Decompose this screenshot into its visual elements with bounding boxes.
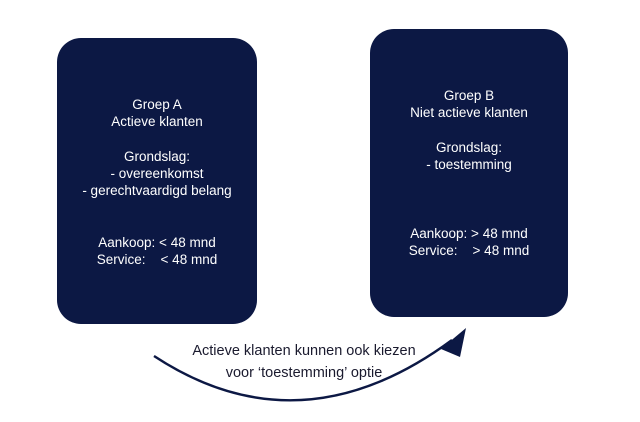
group-a-card: Groep A Actieve klanten Grondslag: - ove…	[57, 38, 257, 324]
group-b-title: Groep B	[443, 88, 495, 103]
group-b-subtitle: Niet actieve klanten	[410, 105, 528, 120]
group-a-basis-item: - gerechtvaardigd belang	[82, 183, 232, 198]
arrow-caption: Actieve klanten kunnen ook kiezen voor ‘…	[160, 340, 448, 384]
group-a-purchase: Aankoop: < 48 mnd	[98, 235, 216, 250]
arrow-head-icon	[441, 328, 466, 357]
caption-line-2: voor ‘toestemming’ optie	[225, 365, 383, 381]
group-a-basis-label: Grondslag:	[123, 149, 191, 164]
group-a-service: Service: < 48 mnd	[96, 252, 218, 267]
caption-line-1: Actieve klanten kunnen ook kiezen	[192, 343, 416, 359]
arrow-curve	[153, 339, 453, 402]
group-a-basis-item: - overeenkomst	[110, 166, 204, 181]
group-b-basis-label: Grondslag:	[435, 140, 503, 155]
group-b-purchase: Aankoop: > 48 mnd	[410, 226, 528, 241]
group-b-basis-item: - toestemming	[426, 157, 512, 172]
group-b-card: Groep B Niet actieve klanten Grondslag: …	[370, 29, 568, 317]
group-b-service: Service: > 48 mnd	[408, 243, 530, 258]
group-a-title: Groep A	[132, 97, 182, 112]
group-a-subtitle: Actieve klanten	[111, 114, 203, 129]
